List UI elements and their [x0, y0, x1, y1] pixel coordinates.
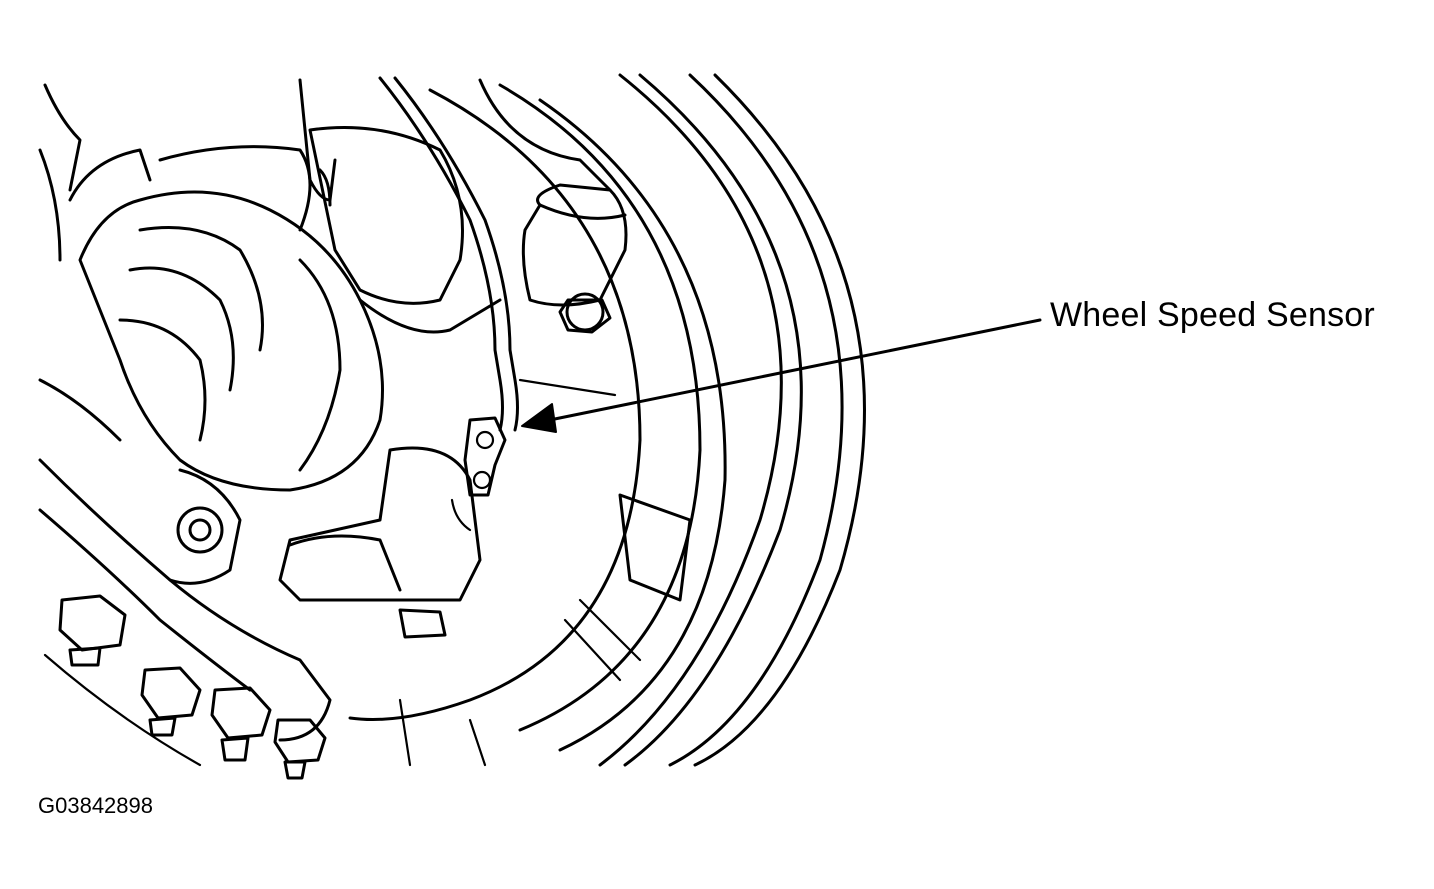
arrowhead-icon: [521, 403, 557, 433]
figure-id: G03842898: [38, 793, 153, 818]
strut-arm: [478, 78, 628, 334]
sensor-cable: [378, 76, 519, 432]
callout-leader: [521, 318, 1042, 433]
cv-boot: [43, 83, 384, 492]
steering-knuckle: [168, 78, 502, 639]
wheel-speed-sensor-label: Wheel Speed Sensor: [1050, 296, 1375, 334]
wheel-speed-sensor: [450, 416, 507, 532]
lower-control-arm: [38, 148, 332, 742]
tire-arcs: [598, 73, 866, 767]
brake-disc: [348, 83, 727, 752]
mounting-bolts: [58, 594, 327, 780]
background-sweep: [43, 653, 487, 767]
